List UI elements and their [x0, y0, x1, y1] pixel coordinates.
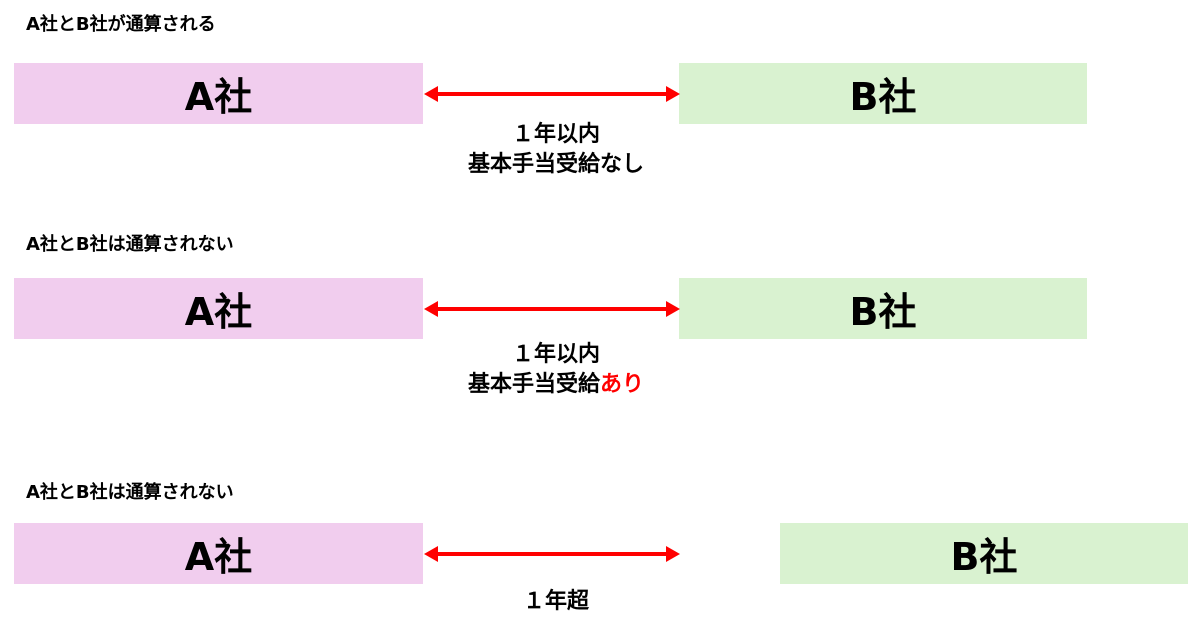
period-label: １年超 — [522, 589, 589, 614]
double-arrow-icon — [424, 546, 680, 562]
section-3-title: A社とB社は通算されない — [26, 482, 234, 503]
company-a-box: A社 — [14, 63, 423, 124]
benefit-label: 基本手当受給 — [467, 152, 600, 177]
section-1-title: A社とB社が通算される — [26, 14, 216, 35]
section-1-note: １年以内 基本手当受給なし — [456, 120, 656, 180]
company-b-box: B社 — [679, 278, 1087, 339]
section-2-title: A社とB社は通算されない — [26, 234, 234, 255]
benefit-status: あり — [600, 372, 645, 397]
company-a-box: A社 — [14, 523, 423, 584]
period-label: １年以内 — [511, 122, 600, 147]
company-b-box: B社 — [679, 63, 1087, 124]
company-b-box: B社 — [780, 523, 1188, 584]
benefit-status: なし — [600, 152, 645, 177]
double-arrow-icon — [424, 301, 680, 317]
section-3-note: １年超 — [456, 587, 656, 617]
section-2-note: １年以内 基本手当受給あり — [456, 340, 656, 400]
benefit-label: 基本手当受給 — [467, 372, 600, 397]
period-label: １年以内 — [511, 342, 600, 367]
double-arrow-icon — [424, 86, 680, 102]
company-a-box: A社 — [14, 278, 423, 339]
